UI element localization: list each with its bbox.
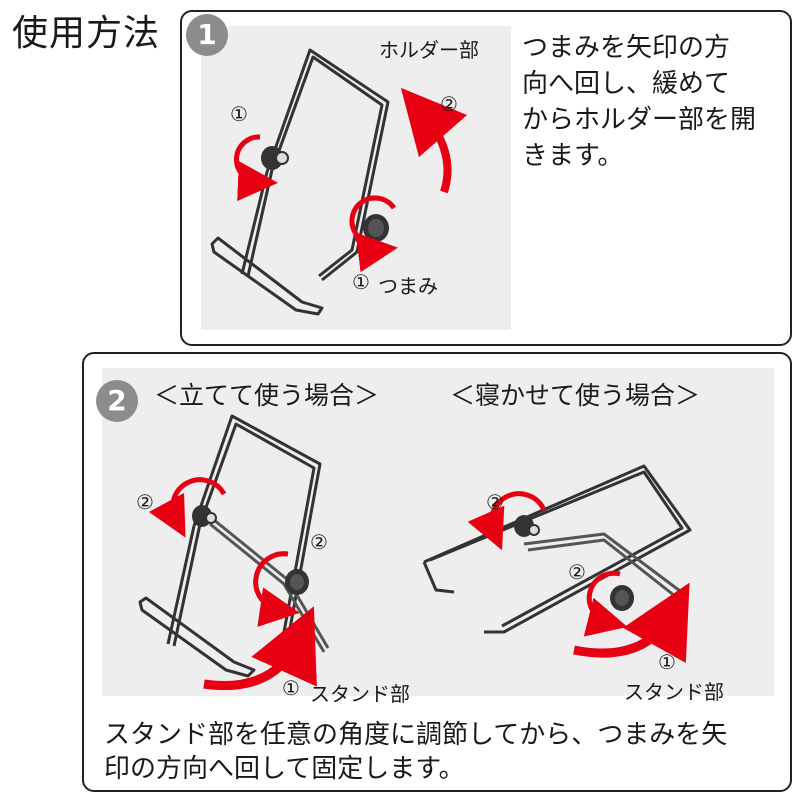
instruction-line: つまみを矢印の方 [522, 33, 731, 63]
holder-label: ホルダー部 [379, 38, 479, 62]
standing-use-heading: ＜立てて使う場合＞ [154, 381, 380, 410]
step1-badge: 1 [186, 14, 228, 56]
step1-illustration [210, 48, 468, 316]
rotate-arrow-lower-left [253, 551, 300, 627]
fold-arrow-left [203, 606, 317, 691]
knob-lower [363, 214, 389, 242]
instruction-line: きます。 [522, 141, 624, 171]
knob-upper [261, 146, 289, 170]
rotate-arrow-upper [234, 134, 278, 202]
rotate-arrow-upper-left [148, 477, 227, 538]
open-arrow-holder [400, 87, 468, 194]
instruction-line: からホルダー部を開 [522, 105, 757, 135]
step1-panel: 1 ホルダー部 ① ② ① つまみ [180, 10, 792, 346]
instruction-line: スタンド部を任意の角度に調節してから、つまみを矢 [104, 720, 728, 750]
instruction-line: 印の方向へ回して固定します。 [104, 754, 465, 784]
step2-badge: 2 [96, 380, 138, 422]
standing-frame [138, 414, 330, 678]
rotate-arrow-lower [349, 195, 398, 273]
page-title: 使用方法 [12, 13, 161, 54]
rotate-arrow-upper-right [467, 491, 547, 551]
left-stand-label: スタンド部 [310, 682, 410, 706]
step2-panel: 2 ＜立てて使う場合＞ ＜寝かせて使う場合＞ [82, 352, 792, 792]
circle-number: ② [136, 490, 154, 514]
rotate-arrow-lower-right [583, 570, 628, 637]
step2-illustration [138, 414, 692, 691]
circle-number: ① [230, 102, 248, 126]
circle-number: ① [658, 650, 676, 674]
fold-arrow-right [573, 582, 690, 664]
lying-frame [422, 464, 692, 634]
knob-label: つまみ [378, 274, 438, 298]
circle-number: ② [568, 560, 586, 584]
step2-instruction: スタンド部を任意の角度に調節してから、つまみを矢 印の方向へ回して固定します。 [104, 718, 727, 786]
right-stand-label: スタンド部 [624, 680, 724, 704]
circle-number: ② [440, 92, 458, 116]
instruction-line: 向へ回し、緩めて [522, 69, 731, 99]
step1-instruction: つまみを矢印の方 向へ回し、緩めて からホルダー部を開 きます。 [522, 30, 756, 174]
circle-number: ② [310, 530, 328, 554]
lying-use-heading: ＜寝かせて使う場合＞ [450, 381, 701, 410]
circle-number: ② [486, 490, 504, 514]
circle-number: ① [282, 676, 300, 700]
circle-number: ① [352, 270, 370, 294]
